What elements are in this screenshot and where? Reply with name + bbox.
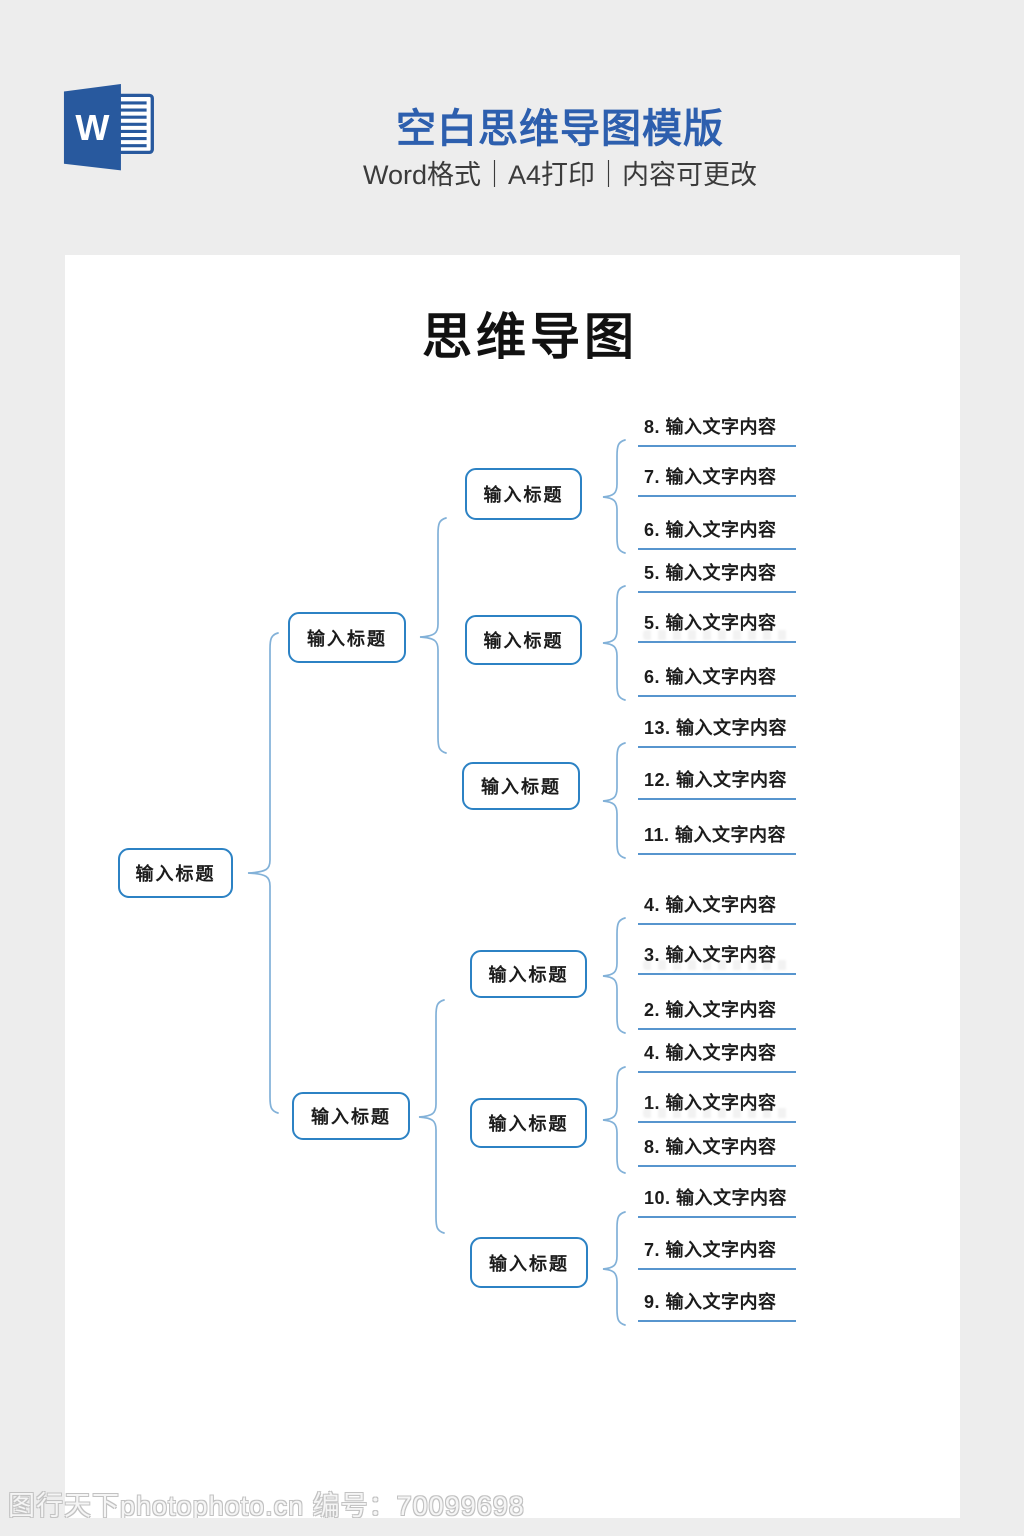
brace-branch-1	[419, 517, 447, 754]
ghost-watermark	[643, 630, 793, 640]
word-icon-panel	[63, 83, 121, 171]
template-subtitle: Word格式｜A4打印｜内容可更改	[362, 160, 758, 190]
brace-topic-5	[602, 1066, 626, 1174]
branch-node-2: 输入标题	[292, 1092, 410, 1140]
leaf-item: 12. 输入文字内容	[638, 769, 796, 800]
topic-node-4: 输入标题	[470, 950, 587, 998]
leaf-item: 6. 输入文字内容	[638, 666, 796, 697]
root-node: 输入标题	[118, 848, 233, 898]
leaf-item: 9. 输入文字内容	[638, 1291, 796, 1322]
branch-node-1: 输入标题	[288, 612, 406, 663]
word-icon-page-lines	[116, 101, 147, 148]
brace-topic-3	[602, 742, 626, 859]
leaf-item: 5. 输入文字内容	[638, 562, 796, 593]
leaf-item: 3. 输入文字内容	[638, 944, 796, 975]
brace-topic-1	[602, 439, 626, 554]
brace-topic-6	[602, 1211, 626, 1326]
leaf-item: 5. 输入文字内容	[638, 612, 796, 643]
topic-node-2: 输入标题	[465, 615, 582, 665]
connector-braces	[247, 439, 626, 1326]
leaf-item: 10. 输入文字内容	[638, 1187, 796, 1218]
leaf-item: 13. 输入文字内容	[638, 717, 796, 748]
leaf-item: 8. 输入文字内容	[638, 416, 796, 447]
leaf-item: 7. 输入文字内容	[638, 466, 796, 497]
header: W 空白思维导图模版 Word格式｜A4打印｜内容可更改	[0, 0, 1024, 255]
topic-node-6: 输入标题	[470, 1237, 588, 1288]
topic-node-5: 输入标题	[470, 1098, 587, 1148]
site-watermark: 图行天下photophoto.cn 编号：70099698	[8, 1491, 525, 1521]
leaf-item: 4. 输入文字内容	[638, 1042, 796, 1073]
ghost-watermark	[643, 960, 793, 970]
bottom-strip	[0, 1518, 1024, 1536]
brace-topic-4	[602, 917, 626, 1034]
leaf-item: 2. 输入文字内容	[638, 999, 796, 1030]
leaf-item: 4. 输入文字内容	[638, 894, 796, 925]
topic-node-3: 输入标题	[462, 762, 580, 810]
word-icon: W	[63, 83, 154, 171]
brace-root	[247, 632, 279, 1114]
topic-node-1: 输入标题	[465, 468, 582, 520]
leaf-item: 8. 输入文字内容	[638, 1136, 796, 1167]
ghost-watermark	[643, 1108, 793, 1118]
leaf-item: 1. 输入文字内容	[638, 1092, 796, 1123]
template-title: 空白思维导图模版	[396, 107, 724, 151]
word-icon-letter: W	[75, 107, 110, 148]
brace-topic-2	[602, 585, 626, 701]
brace-branch-2	[418, 999, 445, 1234]
mindmap-title: 思维导图	[422, 309, 638, 365]
document-page: 思维导图 输入标题 输入标题 输入标题 输入标题 输入标题 输入标题 输入标题 …	[65, 255, 960, 1518]
leaf-item: 11. 输入文字内容	[638, 824, 796, 855]
leaf-item: 7. 输入文字内容	[638, 1239, 796, 1270]
leaf-item: 6. 输入文字内容	[638, 519, 796, 550]
